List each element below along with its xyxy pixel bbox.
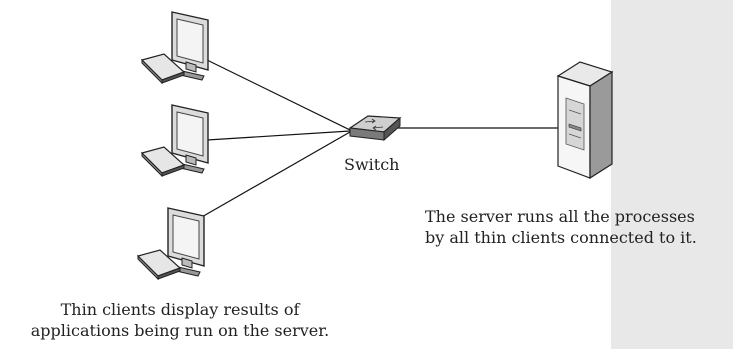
- server-caption-line-1: The server runs all the processes: [425, 207, 695, 226]
- clients-caption-line-1: Thin clients display results of: [60, 300, 300, 319]
- switch-icon: [348, 115, 402, 142]
- thin-client-2-icon: [140, 104, 209, 178]
- clients-caption-line-2: applications being run on the server.: [30, 321, 330, 340]
- link-client3-switch: [199, 131, 351, 219]
- switch-label: Switch: [344, 155, 400, 174]
- link-client2-switch: [206, 130, 351, 141]
- server-caption: The server runs all the processes by all…: [425, 206, 697, 248]
- clients-caption: Thin clients display results of applicat…: [0, 299, 360, 341]
- link-client1-switch: [206, 59, 351, 131]
- server-caption-line-2: by all thin clients connected to it.: [425, 228, 697, 247]
- thin-client-1-icon: [140, 11, 209, 85]
- connection-lines: [199, 59, 560, 219]
- thin-client-3-icon: [136, 207, 205, 281]
- sidebar-panel: [611, 0, 733, 349]
- server-icon: [556, 61, 614, 180]
